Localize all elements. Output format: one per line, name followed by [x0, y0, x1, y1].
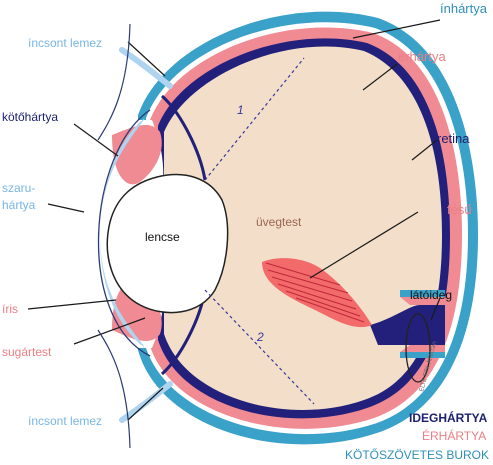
axis-line-2	[204, 289, 315, 405]
lens	[106, 173, 229, 314]
legend-kotoszovetes: KÖTŐSZÖVETES BUROK	[345, 447, 489, 462]
leader-kotohartya	[73, 123, 119, 157]
label-szaru-line1: szaru-	[2, 181, 35, 195]
label-sugartest: sugártest	[2, 345, 52, 359]
label-retina: retina	[437, 131, 470, 146]
pecten-fesu	[262, 258, 372, 328]
leader-incsont-bottom	[127, 387, 164, 421]
scleral-ossicle-top	[119, 47, 173, 89]
leader-inhartya	[352, 19, 441, 39]
optic-nerve-ring	[405, 313, 431, 383]
label-szaru-line2: hártya	[2, 198, 36, 212]
leader-iris	[27, 299, 117, 310]
label-erhartya: érhártya	[398, 49, 446, 64]
axis-number-2: 2	[256, 330, 264, 344]
label-inhartya: ínhártya	[440, 1, 488, 16]
conjunctiva-outline	[97, 23, 131, 449]
axis-number-1: 1	[237, 103, 244, 117]
leader-sugartest	[73, 317, 146, 345]
pecten-folds	[265, 262, 365, 323]
optic-nerve-sheath-teal	[400, 290, 445, 358]
legend-ideghartya: IDEGHÁRTYA	[409, 410, 488, 425]
label-incsont-top: íncsont lemez	[28, 36, 102, 50]
leader-latoideg	[430, 297, 441, 321]
leader-fesu	[309, 211, 419, 279]
legend-erhartya: ÉRHÁRTYA	[422, 428, 486, 443]
label-latoideg: látóideg	[410, 288, 452, 302]
leader-retina	[411, 139, 438, 161]
cornea-outline	[97, 109, 151, 357]
axis-line-1	[204, 57, 305, 181]
leader-szaruhartya	[47, 203, 85, 213]
optic-nerve-sheath-pink	[400, 297, 445, 352]
retina-front-top	[160, 94, 207, 181]
leader-incsont-top	[127, 41, 166, 77]
label-kotohartya: kötőhártya	[2, 110, 58, 124]
vitreous-body	[164, 46, 442, 410]
ciliary-body-top	[112, 124, 162, 185]
leader-erhartya	[362, 63, 398, 91]
label-lencse: lencse	[145, 230, 180, 244]
optic-nerve	[370, 305, 445, 345]
label-iris: íris	[2, 302, 18, 316]
label-incsont-bottom: íncsont lemez	[28, 414, 102, 428]
scleral-ossicle-bottom	[119, 381, 173, 423]
label-fesu: fésű	[447, 202, 472, 217]
label-uvegtest: üvegtest	[256, 215, 302, 229]
